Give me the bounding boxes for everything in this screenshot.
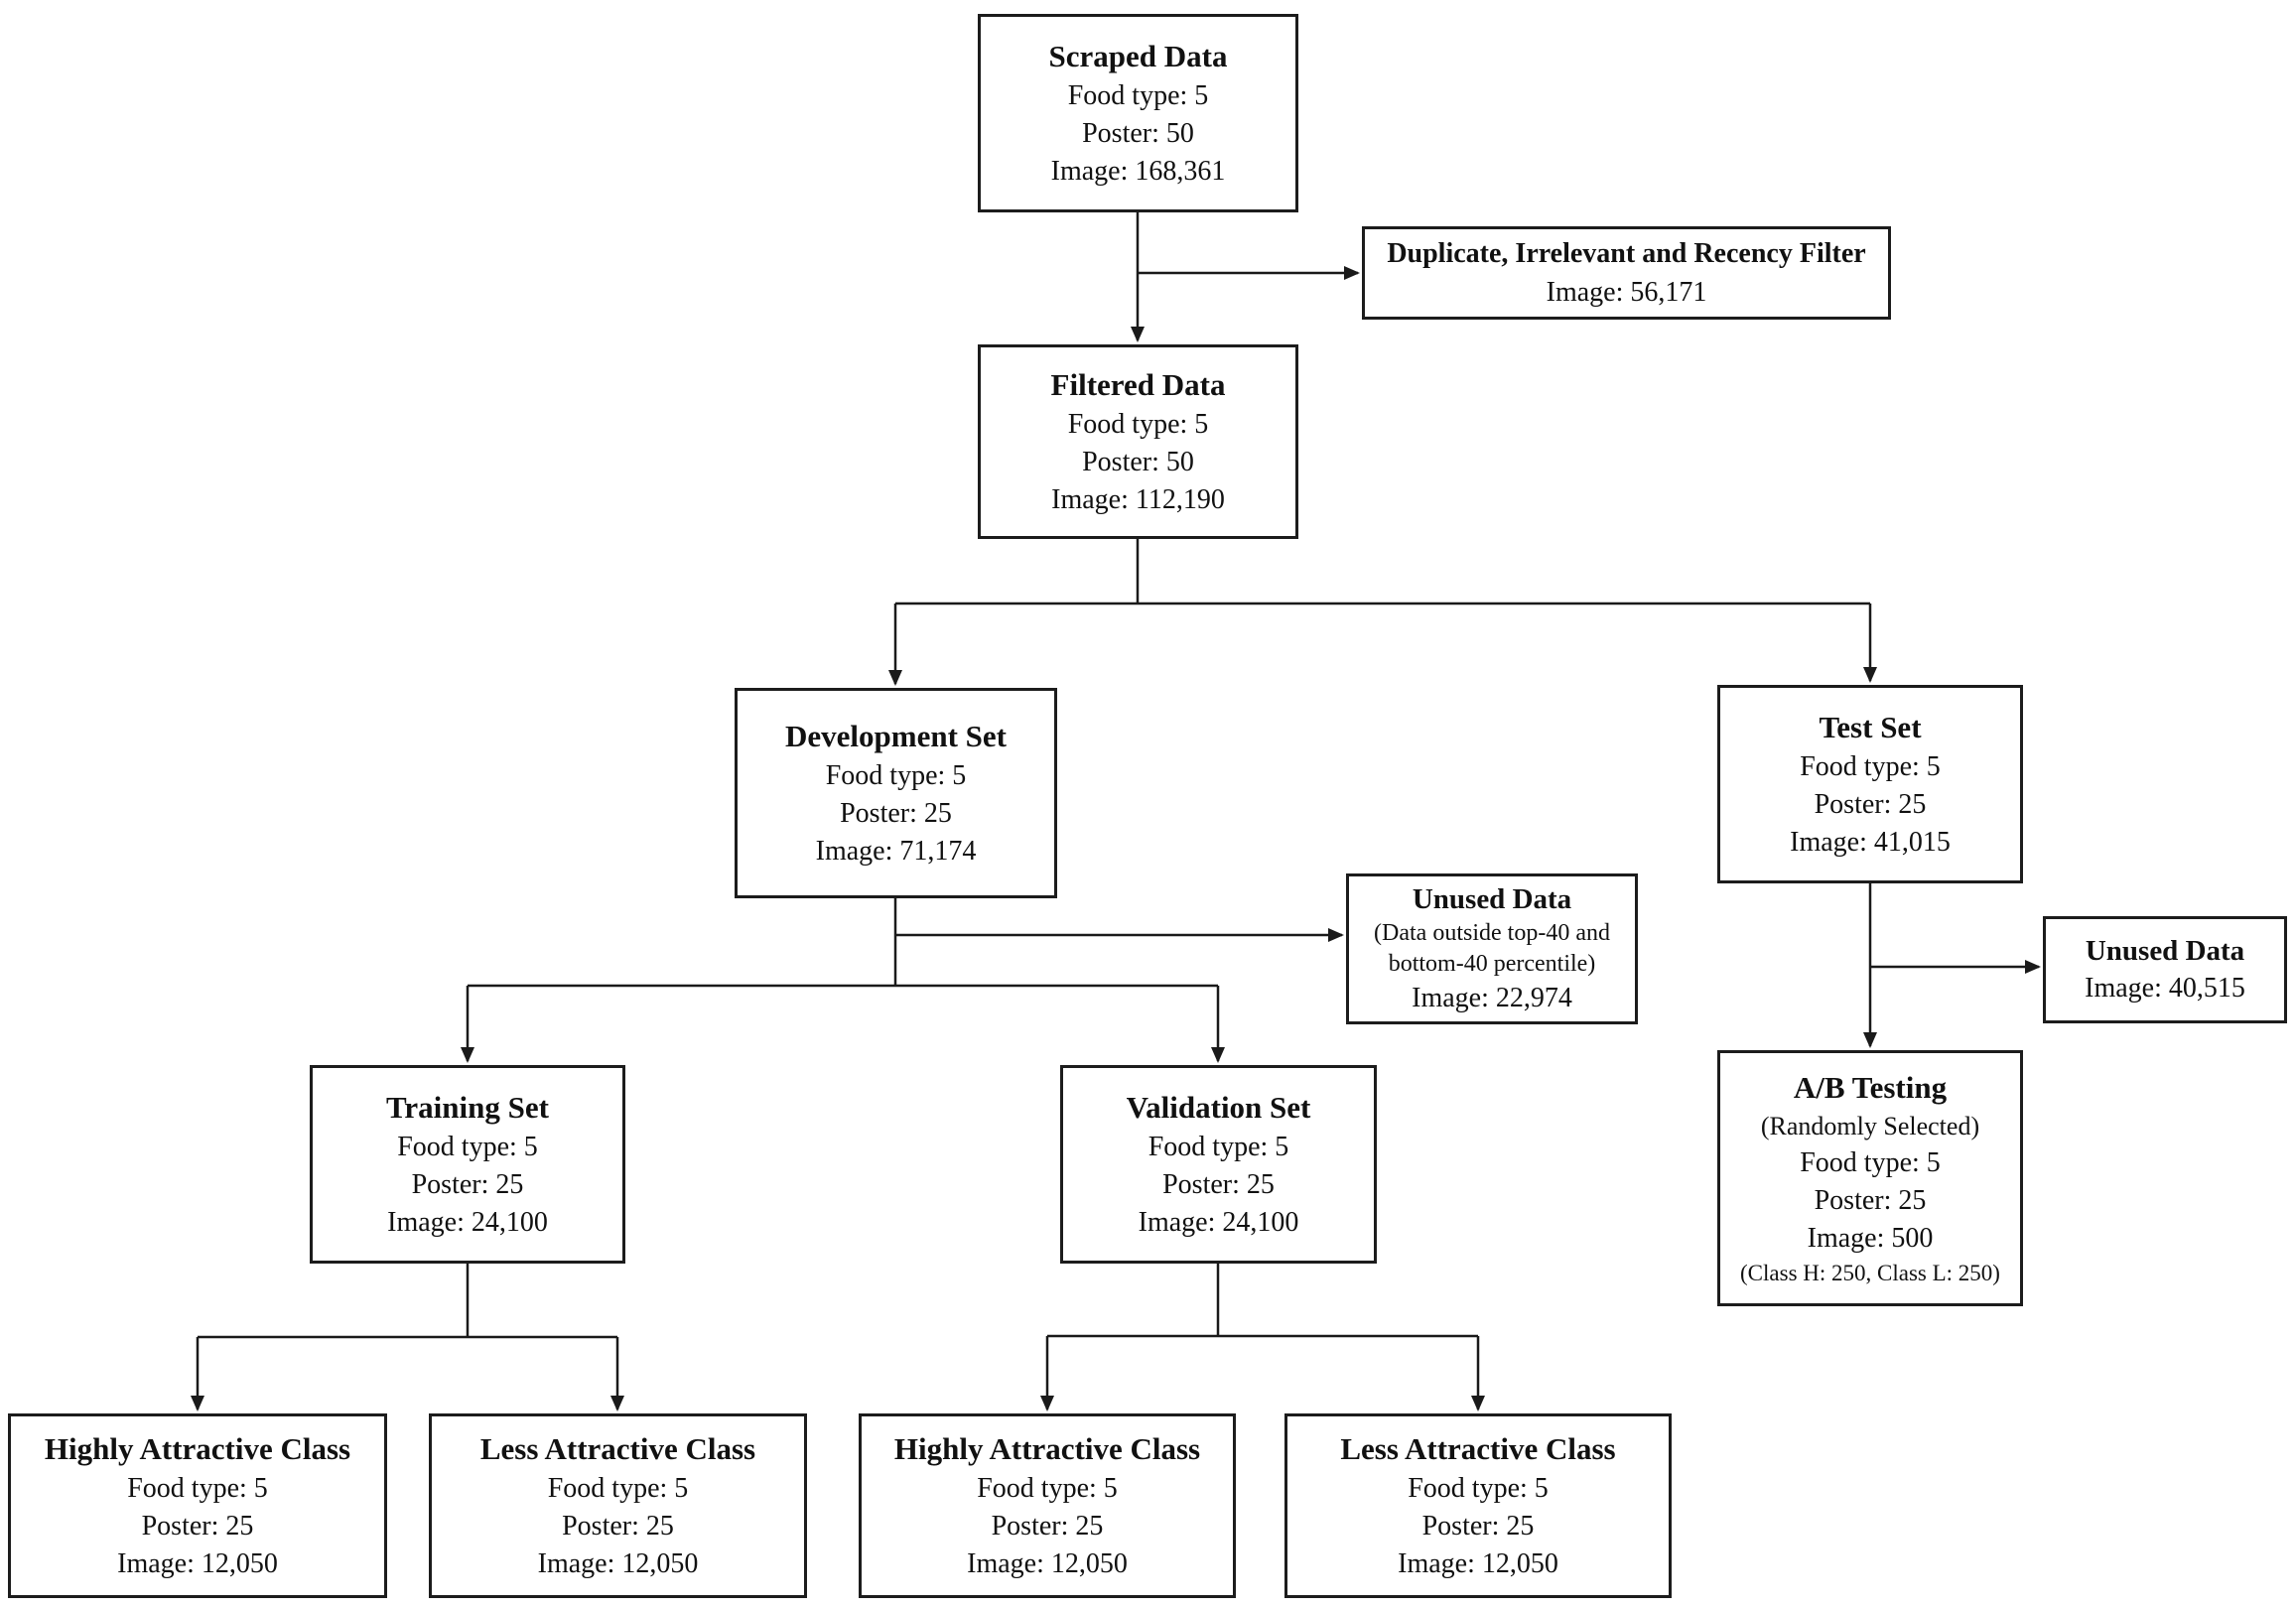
node-test-set: Test Set Food type: 5 Poster: 25 Image: … [1717,685,2023,883]
node-stat: Poster: 25 [1814,789,1927,820]
node-title: Less Attractive Class [1340,1431,1616,1466]
node-stat: Food type: 5 [977,1473,1118,1504]
node-stat: Poster: 25 [141,1511,254,1542]
node-stat: Poster: 25 [840,798,952,829]
node-stat: Food type: 5 [1067,409,1209,440]
node-title: Highly Attractive Class [893,1431,1201,1466]
node-title: Less Attractive Class [479,1431,756,1466]
node-stat: Image: 22,974 [1412,983,1572,1013]
node-stat: Image: 12,050 [117,1548,278,1579]
node-footnote: (Class H: 250, Class L: 250) [1740,1261,2000,1285]
node-stat: Image: 24,100 [1138,1207,1299,1238]
node-stat: Image: 12,050 [967,1548,1128,1579]
node-stat: Image: 12,050 [537,1548,699,1579]
node-stat: Poster: 25 [562,1511,674,1542]
node-training-set: Training Set Food type: 5 Poster: 25 Ima… [310,1065,625,1264]
node-title: Validation Set [1126,1090,1311,1125]
node-stat: Image: 24,100 [387,1207,548,1238]
node-stat: Food type: 5 [1800,1147,1941,1178]
node-stat: Poster: 50 [1082,118,1194,149]
node-stat: Poster: 50 [1082,447,1194,477]
node-duplicate-filter: Duplicate, Irrelevant and Recency Filter… [1362,226,1891,320]
node-title: Scraped Data [1048,39,1228,73]
node-note: bottom-40 percentile) [1388,951,1596,977]
node-ab-testing: A/B Testing (Randomly Selected) Food typ… [1717,1050,2023,1306]
node-validation-less-attractive-class: Less Attractive Class Food type: 5 Poste… [1284,1413,1672,1598]
node-title: Duplicate, Irrelevant and Recency Filter [1387,238,1866,269]
node-title: Development Set [785,719,1007,753]
node-filtered-data: Filtered Data Food type: 5 Poster: 50 Im… [978,344,1298,539]
node-stat: Food type: 5 [1148,1132,1289,1162]
node-stat: Image: 168,361 [1050,156,1226,187]
node-stat: Image: 56,171 [1546,277,1707,308]
node-stat: Image: 12,050 [1398,1548,1558,1579]
node-stat: Poster: 25 [1814,1185,1927,1216]
node-title: Unused Data [2085,935,2245,967]
node-stat: Image: 41,015 [1790,827,1951,858]
node-stat: Poster: 25 [1421,1511,1535,1542]
node-note: (Data outside top-40 and [1374,920,1610,946]
node-development-set: Development Set Food type: 5 Poster: 25 … [735,688,1057,898]
node-stat: Food type: 5 [127,1473,268,1504]
node-title: Unused Data [1412,883,1572,915]
node-stat: Poster: 25 [991,1511,1104,1542]
node-title: Test Set [1819,710,1922,744]
node-training-less-attractive-class: Less Attractive Class Food type: 5 Poste… [429,1413,807,1598]
node-unused-data-test: Unused Data Image: 40,515 [2043,916,2287,1023]
node-stat: Image: 112,190 [1051,484,1225,515]
node-title: Filtered Data [1050,367,1226,402]
node-stat: Food type: 5 [1408,1473,1549,1504]
node-stat: Food type: 5 [1067,80,1209,111]
node-note: (Randomly Selected) [1760,1112,1980,1140]
node-stat: Food type: 5 [397,1132,538,1162]
node-stat: Poster: 25 [411,1169,524,1200]
node-training-highly-attractive-class: Highly Attractive Class Food type: 5 Pos… [8,1413,387,1598]
node-stat: Food type: 5 [547,1473,689,1504]
node-title: Highly Attractive Class [44,1431,351,1466]
node-stat: Image: 71,174 [815,836,977,867]
node-validation-set: Validation Set Food type: 5 Poster: 25 I… [1060,1065,1377,1264]
node-stat: Food type: 5 [1800,751,1941,782]
node-title: A/B Testing [1793,1070,1948,1105]
node-scraped-data: Scraped Data Food type: 5 Poster: 50 Ima… [978,14,1298,212]
node-title: Training Set [386,1090,549,1125]
node-validation-highly-attractive-class: Highly Attractive Class Food type: 5 Pos… [859,1413,1236,1598]
node-stat: Poster: 25 [1162,1169,1275,1200]
node-stat: Image: 500 [1807,1223,1934,1254]
node-stat: Food type: 5 [825,760,967,791]
node-unused-data-development: Unused Data (Data outside top-40 and bot… [1346,873,1638,1024]
node-stat: Image: 40,515 [2085,973,2245,1004]
